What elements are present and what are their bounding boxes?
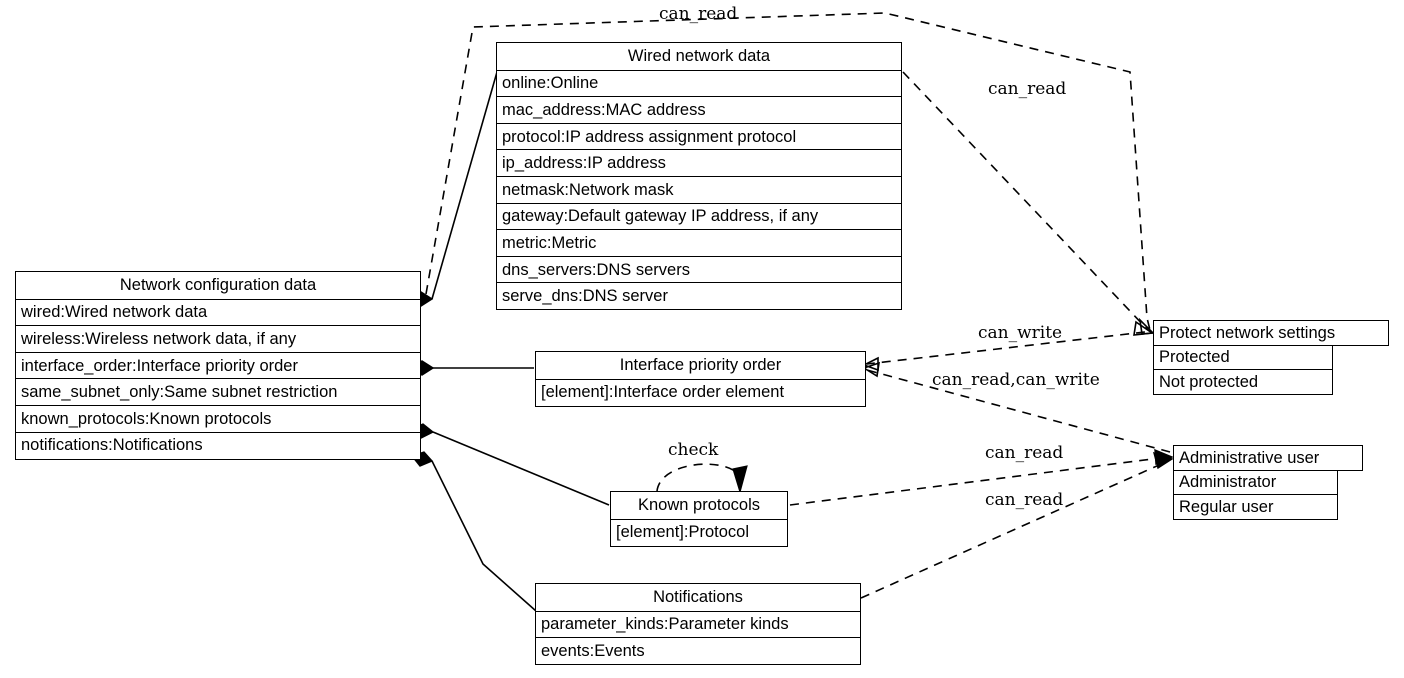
- arrowhead-can-read-top: [1138, 317, 1155, 335]
- composition-notifications: [431, 460, 537, 612]
- attribute-row: Not protected: [1153, 369, 1333, 396]
- attribute-row: serve_dns:DNS server: [496, 282, 902, 311]
- attribute-row: Administrator: [1173, 469, 1338, 496]
- class-title-administrative-user: Administrative user: [1173, 445, 1363, 471]
- edge-label-can-read-can-write: can_read,can_write: [932, 370, 1100, 390]
- edge-label-can-read-top: can_read: [659, 4, 738, 24]
- class-known-protocols[interactable]: Known protocols [element]:Protocol: [610, 491, 788, 547]
- class-title-network-configuration-data: Network configuration data: [15, 271, 421, 300]
- edge-label-can-read-protocols: can_read: [985, 443, 1064, 463]
- class-title-known-protocols: Known protocols: [610, 491, 788, 520]
- arrowhead-can-read-can-write-interface: [862, 361, 880, 378]
- attribute-row: parameter_kinds:Parameter kinds: [535, 610, 861, 639]
- attribute-row: [element]:Protocol: [610, 518, 788, 547]
- attribute-row: Protected: [1153, 344, 1333, 371]
- attribute-row: wired:Wired network data: [15, 298, 421, 327]
- edge-label-can-read-notifications: can_read: [985, 490, 1064, 510]
- attribute-row: same_subnet_only:Same subnet restriction: [15, 378, 421, 407]
- attribute-row: dns_servers:DNS servers: [496, 255, 902, 284]
- attribute-row: metric:Metric: [496, 229, 902, 258]
- class-administrative-user[interactable]: Administrative user Administrator Regula…: [1173, 445, 1363, 521]
- attribute-row: interface_order:Interface priority order: [15, 351, 421, 380]
- edge-label-check: check: [668, 440, 719, 460]
- arrowhead-check: [732, 465, 748, 495]
- dependency-can-read-wired: [902, 71, 1149, 331]
- dependency-can-read-protocols: [789, 456, 1169, 506]
- attribute-row: known_protocols:Known protocols: [15, 405, 421, 434]
- attribute-row: online:Online: [496, 69, 902, 98]
- attribute-row: protocol:IP address assignment protocol: [496, 122, 902, 151]
- class-interface-priority-order[interactable]: Interface priority order [element]:Inter…: [535, 351, 866, 407]
- class-protect-network-settings[interactable]: Protect network settings Protected Not p…: [1153, 320, 1389, 396]
- arrowhead-can-write-interface: [861, 356, 879, 372]
- self-loop-check: [656, 463, 743, 492]
- attribute-row: mac_address:MAC address: [496, 96, 902, 125]
- edge-label-can-write: can_write: [978, 323, 1063, 343]
- class-title-interface-priority-order: Interface priority order: [535, 351, 866, 380]
- attribute-row: netmask:Network mask: [496, 176, 902, 205]
- attribute-row: ip_address:IP address: [496, 149, 902, 178]
- class-network-configuration-data[interactable]: Network configuration data wired:Wired n…: [15, 271, 421, 460]
- class-notifications[interactable]: Notifications parameter_kinds:Parameter …: [535, 583, 861, 666]
- attribute-row: wireless:Wireless network data, if any: [15, 325, 421, 354]
- attribute-row: [element]:Interface order element: [535, 378, 866, 407]
- class-wired-network-data[interactable]: Wired network data online:Online mac_add…: [496, 42, 902, 311]
- attribute-row: events:Events: [535, 637, 861, 666]
- attribute-row: gateway:Default gateway IP address, if a…: [496, 202, 902, 231]
- dependency-can-read-notifications: [860, 460, 1169, 599]
- class-title-wired-network-data: Wired network data: [496, 42, 902, 71]
- class-title-notifications: Notifications: [535, 583, 861, 612]
- class-title-protect-network-settings: Protect network settings: [1153, 320, 1389, 346]
- attribute-row: Regular user: [1173, 494, 1338, 521]
- arrowhead-can-read-notifications: [1152, 451, 1174, 470]
- arrowhead-can-read-wired: [1133, 320, 1155, 336]
- arrowhead-can-read-protocols: [1154, 448, 1174, 466]
- edge-label-can-read-upper-right: can_read: [988, 79, 1067, 99]
- composition-known-protocols: [432, 431, 610, 506]
- composition-wired: [431, 71, 498, 300]
- attribute-row: notifications:Notifications: [15, 431, 421, 460]
